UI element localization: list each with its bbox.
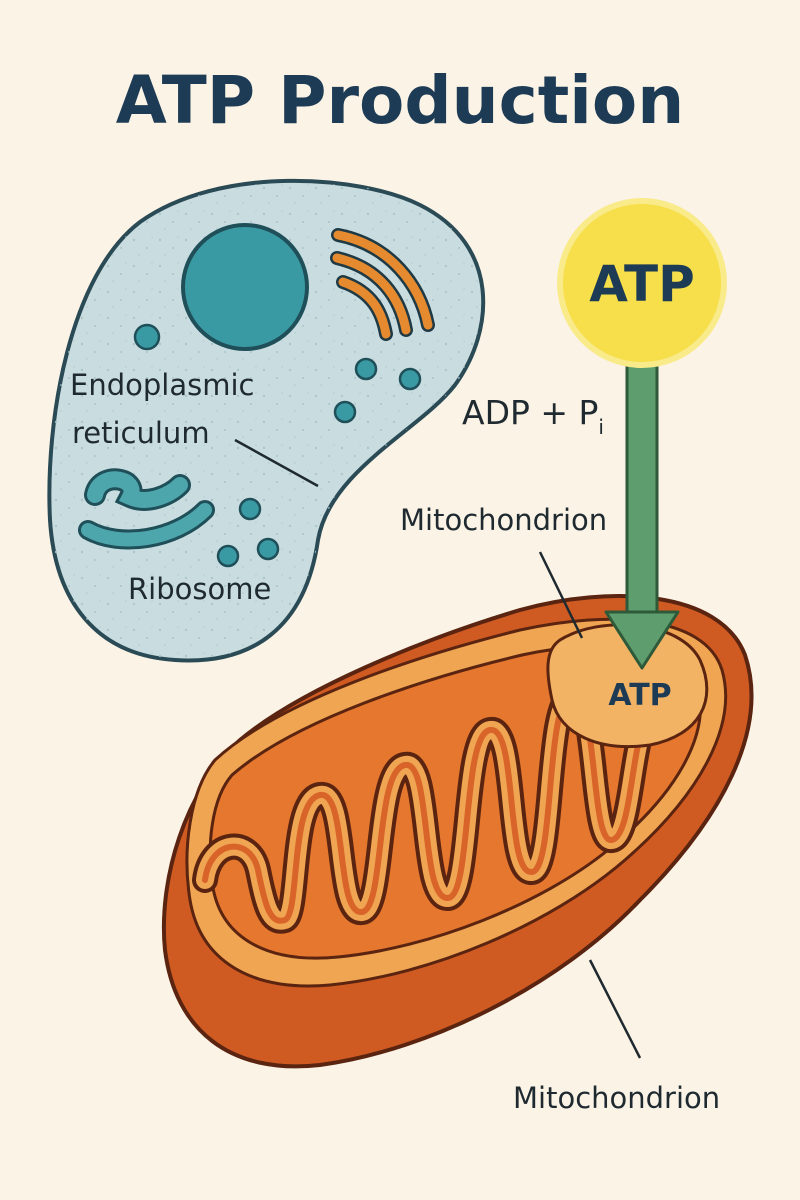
nucleus	[181, 223, 309, 351]
er-pointer-line	[234, 438, 319, 488]
adp-text: ADP + P	[462, 393, 598, 432]
page-title: ATP Production	[116, 62, 684, 139]
er-structure	[78, 468, 215, 550]
pi-subscript: i	[598, 415, 604, 439]
er-label-line1: Endoplasmic	[70, 368, 254, 402]
mitochondrion-label-top: Mitochondrion	[400, 503, 607, 537]
mito-top-pointer-line	[538, 551, 584, 639]
arrow-shaft	[625, 328, 659, 622]
adp-pi-label: ADP + Pi	[462, 393, 604, 439]
mito-bottom-pointer-line	[588, 959, 642, 1059]
atp-flow: ATP	[557, 198, 727, 670]
er-label-line2: reticulum	[72, 416, 210, 450]
mitochondrion	[161, 551, 754, 1069]
ribosomes	[216, 497, 280, 568]
atp-badge-text: ATP	[589, 255, 695, 313]
golgi-apparatus	[330, 228, 435, 341]
mitochondrion-label-bottom: Mitochondrion	[513, 1081, 720, 1115]
vesicles	[133, 323, 422, 424]
arrow-head	[604, 610, 680, 670]
atp-badge	[557, 198, 727, 368]
cell: Endoplasmic reticulum Ribosome	[47, 178, 486, 663]
mitochondrion-atp-text: ATP	[608, 678, 671, 713]
ribosome-label: Ribosome	[128, 572, 271, 606]
